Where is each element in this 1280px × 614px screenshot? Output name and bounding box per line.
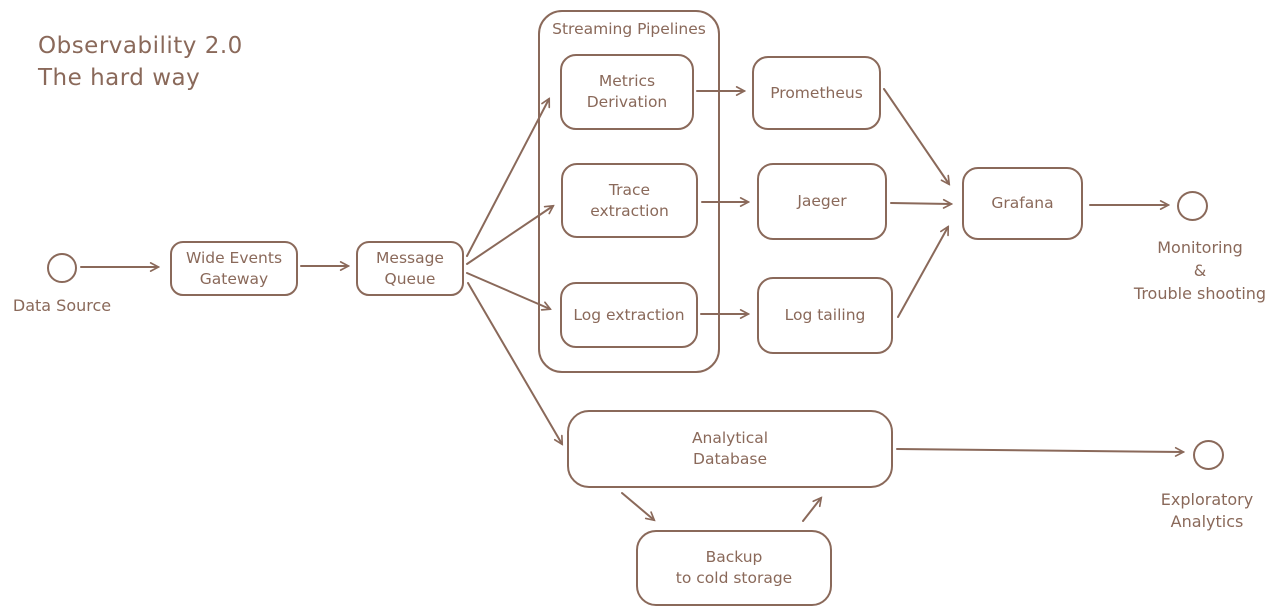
edge-analytical-database-to-exploratory <box>896 449 1183 452</box>
node-metrics-derivation: Metrics Derivation <box>560 54 694 130</box>
data-source-circle <box>47 253 77 283</box>
data-source-label: Data Source <box>12 296 112 315</box>
streaming-pipelines-label: Streaming Pipelines <box>552 20 706 38</box>
node-backup-cold-storage: Backup to cold storage <box>636 530 832 606</box>
node-prometheus: Prometheus <box>752 56 881 130</box>
edge-jaeger-to-grafana <box>890 203 951 204</box>
monitoring-label: Monitoring & Trouble shooting <box>1133 238 1267 303</box>
node-trace-extraction: Trace extraction <box>561 163 698 238</box>
streaming-pipelines-group: Streaming Pipelines <box>538 10 720 373</box>
diagram-title: Observability 2.0 The hard way <box>38 33 243 91</box>
exploratory-analytics-label: Exploratory Analytics <box>1160 490 1254 531</box>
node-wide-events-gateway: Wide Events Gateway <box>170 241 298 296</box>
node-log-extraction: Log extraction <box>560 282 698 348</box>
node-log-tailing: Log tailing <box>757 277 893 354</box>
edge-backup-to-analytical-database <box>802 498 821 522</box>
monitoring-circle <box>1177 191 1208 221</box>
edge-message-queue-to-log-extraction <box>466 272 550 309</box>
exploratory-analytics-circle <box>1193 440 1224 470</box>
node-jaeger: Jaeger <box>757 163 887 240</box>
node-message-queue: Message Queue <box>356 241 464 296</box>
node-analytical-database: Analytical Database <box>567 410 893 488</box>
node-grafana: Grafana <box>962 167 1083 240</box>
edge-message-queue-to-analytical-database <box>467 282 562 444</box>
edge-message-queue-to-metrics-derivation <box>466 99 549 257</box>
edge-log-tailing-to-grafana <box>897 227 948 318</box>
edge-prometheus-to-grafana <box>883 88 949 184</box>
edge-analytical-database-to-backup <box>621 492 654 520</box>
